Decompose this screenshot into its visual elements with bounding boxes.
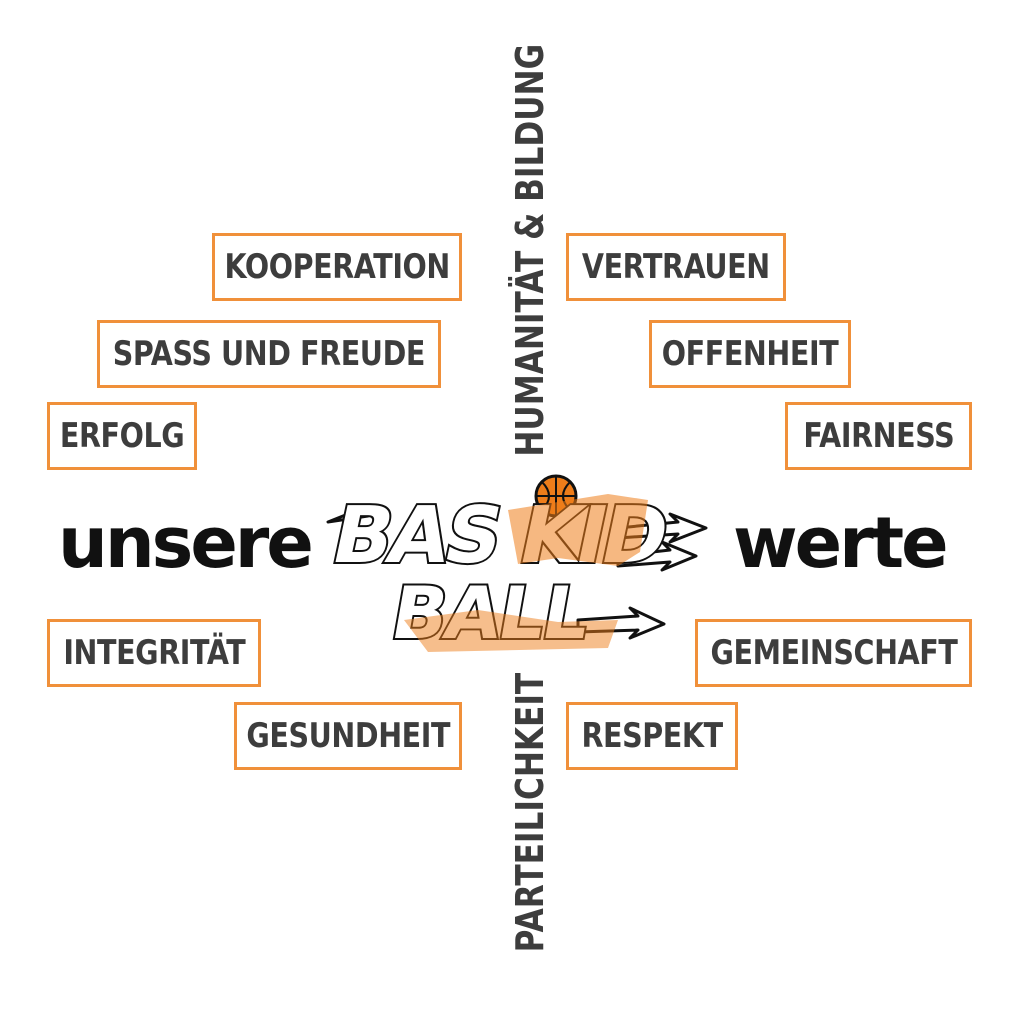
value-respekt: RESPEKT bbox=[566, 702, 738, 770]
value-offenheit: OFFENHEIT bbox=[649, 320, 851, 388]
value-vertrauen: VERTRAUEN bbox=[566, 233, 786, 301]
axis-label-bottom-text: PARTEILICHKEIT bbox=[508, 673, 552, 953]
value-label: GEMEINSCHAFT bbox=[710, 633, 957, 673]
value-fairness: FAIRNESS bbox=[785, 402, 972, 470]
value-label: INTEGRITÄT bbox=[62, 633, 246, 673]
value-label: SPASS UND FREUDE bbox=[112, 334, 426, 374]
value-erfolg: ERFOLG bbox=[47, 402, 197, 470]
value-label: ERFOLG bbox=[59, 416, 185, 456]
logo-orange-accent-lower bbox=[404, 610, 618, 652]
value-gemeinschaft: GEMEINSCHAFT bbox=[695, 619, 972, 687]
value-label: KOOPERATION bbox=[224, 247, 450, 287]
axis-label-bottom: PARTEILICHKEIT bbox=[505, 653, 555, 973]
value-gesundheit: GESUNDHEIT bbox=[234, 702, 462, 770]
title-left: unsere bbox=[58, 502, 314, 584]
value-label: FAIRNESS bbox=[803, 416, 954, 456]
logo-orange-accent bbox=[508, 494, 648, 566]
value-label: VERTRAUEN bbox=[582, 247, 770, 287]
axis-label-top-text: HUMANITÄT & BILDUNG bbox=[508, 43, 552, 457]
value-integritaet: INTEGRITÄT bbox=[47, 619, 261, 687]
value-label: RESPEKT bbox=[581, 716, 723, 756]
value-label: OFFENHEIT bbox=[661, 334, 839, 374]
value-label: GESUNDHEIT bbox=[246, 716, 450, 756]
baskidball-logo: BAS KID BALL bbox=[322, 474, 708, 658]
axis-label-top: HUMANITÄT & BILDUNG bbox=[505, 10, 555, 490]
value-kooperation: KOOPERATION bbox=[212, 233, 462, 301]
value-spass-und-freude: SPASS UND FREUDE bbox=[97, 320, 441, 388]
title-right: werte bbox=[733, 502, 949, 584]
